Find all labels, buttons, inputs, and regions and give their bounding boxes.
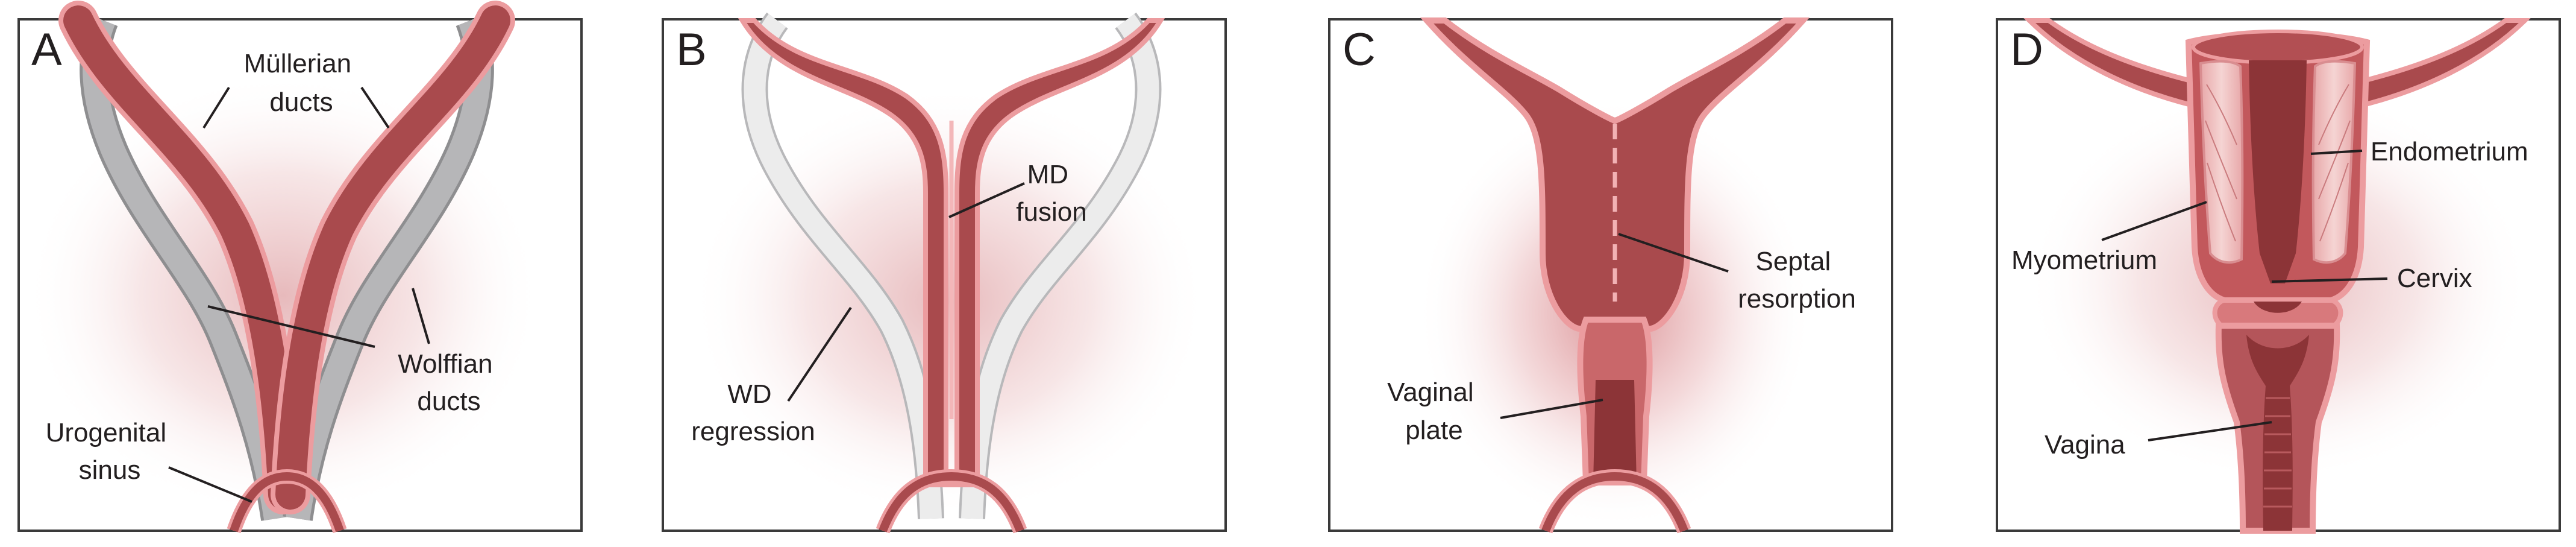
- label-cervix: Cervix: [2397, 264, 2472, 293]
- leader-mullerian-left: [202, 86, 230, 129]
- panel-a-glow: [24, 72, 542, 519]
- label-mullerian-ducts: Müllerian ducts: [244, 49, 359, 117]
- leader-mullerian-right: [360, 86, 390, 129]
- mullerian-ducts: [58, 1, 515, 514]
- cervical-os: [2254, 302, 2302, 313]
- leader-myometrium: [2101, 201, 2207, 241]
- label-wd-regression: WD regression: [691, 379, 815, 446]
- panel-d: D Endometrium Myometrium Cervix Vagina: [1996, 18, 2561, 534]
- panel-a: A Müllerian ducts MD Wolffian ducts Urog…: [17, 1, 583, 533]
- uterine-body-c: [1420, 17, 1810, 467]
- label-vagina: Vagina: [2045, 430, 2125, 460]
- regressing-wolffian-ducts: [741, 12, 1162, 519]
- panel-b: B MD fusion WD regression: [662, 12, 1227, 534]
- uterine-fundus: [2192, 30, 2364, 65]
- wolffian-ducts: [80, 14, 494, 521]
- vaginal-lumen: [2246, 335, 2309, 531]
- panel-c: C Septal resorption Vaginal plate: [1328, 17, 1893, 534]
- endometrial-cavity: [2249, 60, 2307, 283]
- leader-vaginal-plate: [1500, 399, 1603, 419]
- myometrium-texture: [2205, 84, 2351, 242]
- label-md-fusion: MD fusion: [1016, 160, 1086, 227]
- panel-b-glow: [690, 84, 1208, 519]
- label-wolffian-ducts-text: Wolffian ducts: [398, 349, 500, 416]
- panel-letter-d: D: [2010, 24, 2043, 75]
- leader-vagina: [2148, 421, 2272, 441]
- label-vaginal-plate: Vaginal plate: [1387, 378, 1481, 445]
- leader-wd-regression: [787, 306, 852, 402]
- label-myometrium: Myometrium: [2011, 245, 2157, 275]
- vaginal-plate: [1593, 380, 1637, 482]
- fused-mullerian-ducts: [738, 18, 1165, 485]
- panel-letter-a: A: [31, 24, 62, 75]
- label-septal-resorption: Septal resorption: [1738, 247, 1856, 314]
- panel-letter-c: C: [1343, 24, 1376, 75]
- leader-md-fusion: [948, 182, 1025, 218]
- leader-endometrium: [2310, 150, 2363, 155]
- leader-cervix: [2271, 277, 2388, 283]
- label-urogenital-sinus: Urogenital sinus: [46, 418, 174, 485]
- vaginal-rugae: [2263, 397, 2292, 508]
- panel-letter-b: B: [676, 24, 707, 75]
- leader-wolffian-left: [207, 305, 375, 348]
- leader-septal-resorption: [1618, 233, 1729, 273]
- leader-urogenital: [168, 466, 252, 503]
- label-endometrium: Endometrium: [2371, 137, 2528, 166]
- leader-wolffian-right: [412, 288, 430, 344]
